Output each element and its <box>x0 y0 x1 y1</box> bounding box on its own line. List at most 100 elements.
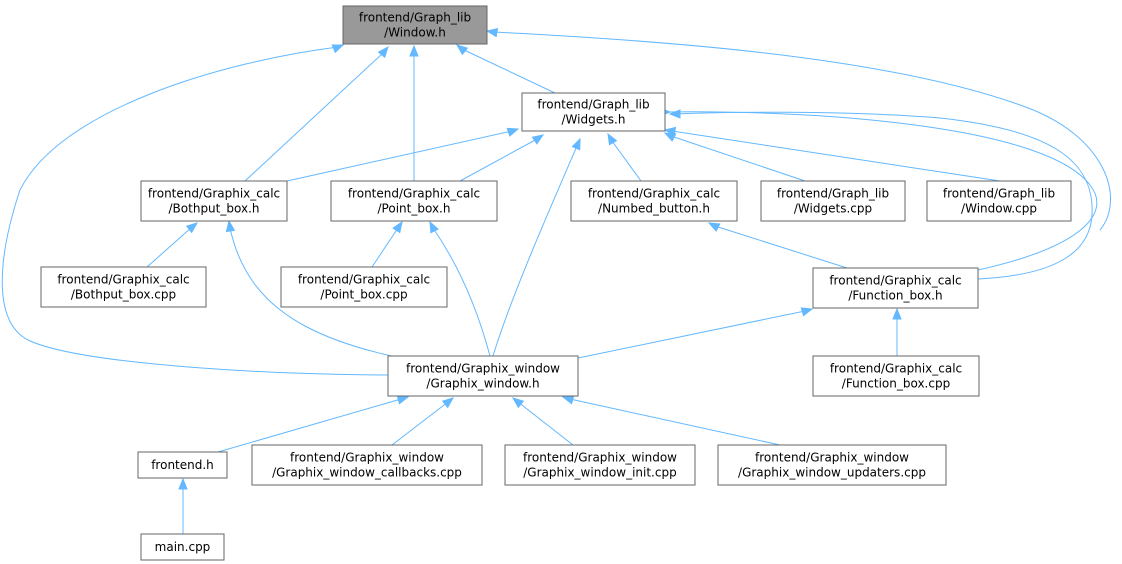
node-box[interactable] <box>926 180 1072 222</box>
edge-line <box>664 111 1098 271</box>
node-label-line: frontend.h <box>151 458 214 472</box>
edge-arrowhead <box>429 220 439 234</box>
node-label-line: frontend/Graphix_calc <box>57 273 189 287</box>
node-box[interactable] <box>717 444 947 486</box>
edge-line <box>577 310 806 359</box>
node-box[interactable] <box>330 180 498 222</box>
edge-window_cpp-to-window_h <box>485 28 1111 231</box>
node-label-line: /Widgets.cpp <box>794 202 872 216</box>
edge-arrowhead <box>409 44 419 57</box>
node-box[interactable] <box>812 267 979 309</box>
node-label-line: frontend/Graph_lib <box>359 11 471 25</box>
edge-line <box>517 401 574 446</box>
edge-graphix_window_h-to-function_box_h <box>577 307 814 359</box>
node-box[interactable] <box>280 266 448 308</box>
edge-line <box>674 111 1093 280</box>
node-box[interactable] <box>504 444 696 486</box>
node-box[interactable] <box>137 451 228 479</box>
node-point-box-cpp[interactable]: frontend/Graphix_calc/Point_box.cpp <box>280 266 448 308</box>
edge-arrowhead <box>511 397 525 409</box>
edge-arrowhead <box>485 28 499 38</box>
edge-arrowhead <box>455 44 469 56</box>
node-box[interactable] <box>140 533 225 561</box>
node-box[interactable] <box>760 180 906 222</box>
node-box[interactable] <box>342 5 488 45</box>
edge-arrowhead <box>571 137 581 151</box>
node-label-line: /Function_box.cpp <box>842 377 950 391</box>
node-label-line: /Graphix_window.h <box>426 377 539 391</box>
node-label-line: frontend/Graph_lib <box>943 187 1055 201</box>
node-label-line: frontend/Graphix_window <box>406 362 560 376</box>
node-frontend-h[interactable]: frontend.h <box>137 451 228 479</box>
edge-bothput_box_h-to-widgets_h <box>286 127 520 182</box>
node-label-line: frontend/Graph_lib <box>537 98 649 112</box>
edge-callbacks_cpp-to-graphix_window_h <box>391 397 455 446</box>
edge-point_box_h-to-window_h <box>409 44 419 181</box>
edge-line <box>461 48 556 94</box>
edge-function_box_h-to-numbed_button_h <box>707 222 848 269</box>
node-main-cpp[interactable]: main.cpp <box>140 533 225 561</box>
edge-function_box_h-to-widgets_h <box>668 109 1093 280</box>
node-label-line: frontend/Graphix_window <box>755 451 909 465</box>
edge-line <box>714 225 848 269</box>
node-box[interactable] <box>140 180 288 222</box>
edge-bothput_box_cpp-to-bothput_box_h <box>146 222 199 268</box>
edge-line <box>286 130 513 182</box>
node-label-line: frontend/Graphix_calc <box>588 187 720 201</box>
edge-point_box_h-to-widgets_h <box>459 134 545 182</box>
edge-line <box>432 227 491 357</box>
edge-line <box>1 46 389 376</box>
node-label-line: /Function_box.h <box>848 289 942 303</box>
edge-line <box>670 135 806 182</box>
node-box[interactable] <box>570 180 738 222</box>
edge-arrowhead <box>892 307 902 320</box>
node-updaters-cpp[interactable]: frontend/Graphix_window/Graphix_window_u… <box>717 444 947 486</box>
edge-line <box>244 52 384 182</box>
edge-arrowhead <box>800 307 814 317</box>
edge-line <box>492 31 1111 231</box>
edge-line <box>391 401 449 446</box>
edge-arrowhead <box>607 132 618 146</box>
edge-arrowhead <box>707 222 721 232</box>
node-label-line: /Point_box.h <box>378 202 451 216</box>
node-label-line: frontend/Graphix_calc <box>298 273 430 287</box>
node-label-line: frontend/Graphix_calc <box>830 362 962 376</box>
node-point-box-h[interactable]: frontend/Graphix_calc/Point_box.h <box>330 180 498 222</box>
node-numbed-button-h[interactable]: frontend/Graphix_calc/Numbed_button.h <box>570 180 738 222</box>
edge-updaters_cpp-to-graphix_window_h <box>561 395 781 446</box>
node-bothput-box-cpp[interactable]: frontend/Graphix_calc/Bothput_box.cpp <box>40 266 207 308</box>
node-init-cpp[interactable]: frontend/Graphix_window/Graphix_window_i… <box>504 444 696 486</box>
edge-line <box>569 398 781 446</box>
edge-line <box>371 227 399 268</box>
node-window-cpp[interactable]: frontend/Graph_lib/Window.cpp <box>926 180 1072 222</box>
node-label-line: frontend/Graph_lib <box>777 187 889 201</box>
node-label-line: /Bothput_box.cpp <box>71 288 176 302</box>
edge-arrowhead <box>531 134 545 145</box>
edge-arrowhead <box>506 127 520 137</box>
edge-point_box_cpp-to-point_box_h <box>371 220 403 268</box>
node-function-box-h[interactable]: frontend/Graphix_calc/Function_box.h <box>812 267 979 309</box>
node-function-box-cpp[interactable]: frontend/Graphix_calc/Function_box.cpp <box>812 355 980 397</box>
node-box[interactable] <box>521 92 666 132</box>
node-box[interactable] <box>812 355 980 397</box>
edge-arrowhead <box>441 397 455 409</box>
edge-arrowhead <box>396 395 410 405</box>
node-box[interactable] <box>40 266 207 308</box>
node-window-h[interactable]: frontend/Graph_lib/Window.h <box>342 5 488 45</box>
edge-numbed_button_h-to-widgets_h <box>607 132 642 182</box>
edge-arrowhead <box>225 219 236 233</box>
node-label-line: /Widgets.h <box>562 113 626 127</box>
node-widgets-h[interactable]: frontend/Graph_lib/Widgets.h <box>521 92 666 132</box>
edge-line <box>492 145 578 357</box>
edge-line <box>459 138 538 182</box>
node-widgets-cpp[interactable]: frontend/Graph_lib/Widgets.cpp <box>760 180 906 222</box>
node-bothput-box-h[interactable]: frontend/Graphix_calc/Bothput_box.h <box>140 180 288 222</box>
edge-arrowhead <box>178 477 188 490</box>
edge-arrowhead <box>663 126 677 137</box>
node-callbacks-cpp[interactable]: frontend/Graphix_window/Graphix_window_c… <box>251 444 483 486</box>
node-box[interactable] <box>387 355 579 397</box>
node-box[interactable] <box>251 444 483 486</box>
node-graphix-window-h[interactable]: frontend/Graphix_window/Graphix_window.h <box>387 355 579 397</box>
node-label-line: /Numbed_button.h <box>598 202 710 216</box>
